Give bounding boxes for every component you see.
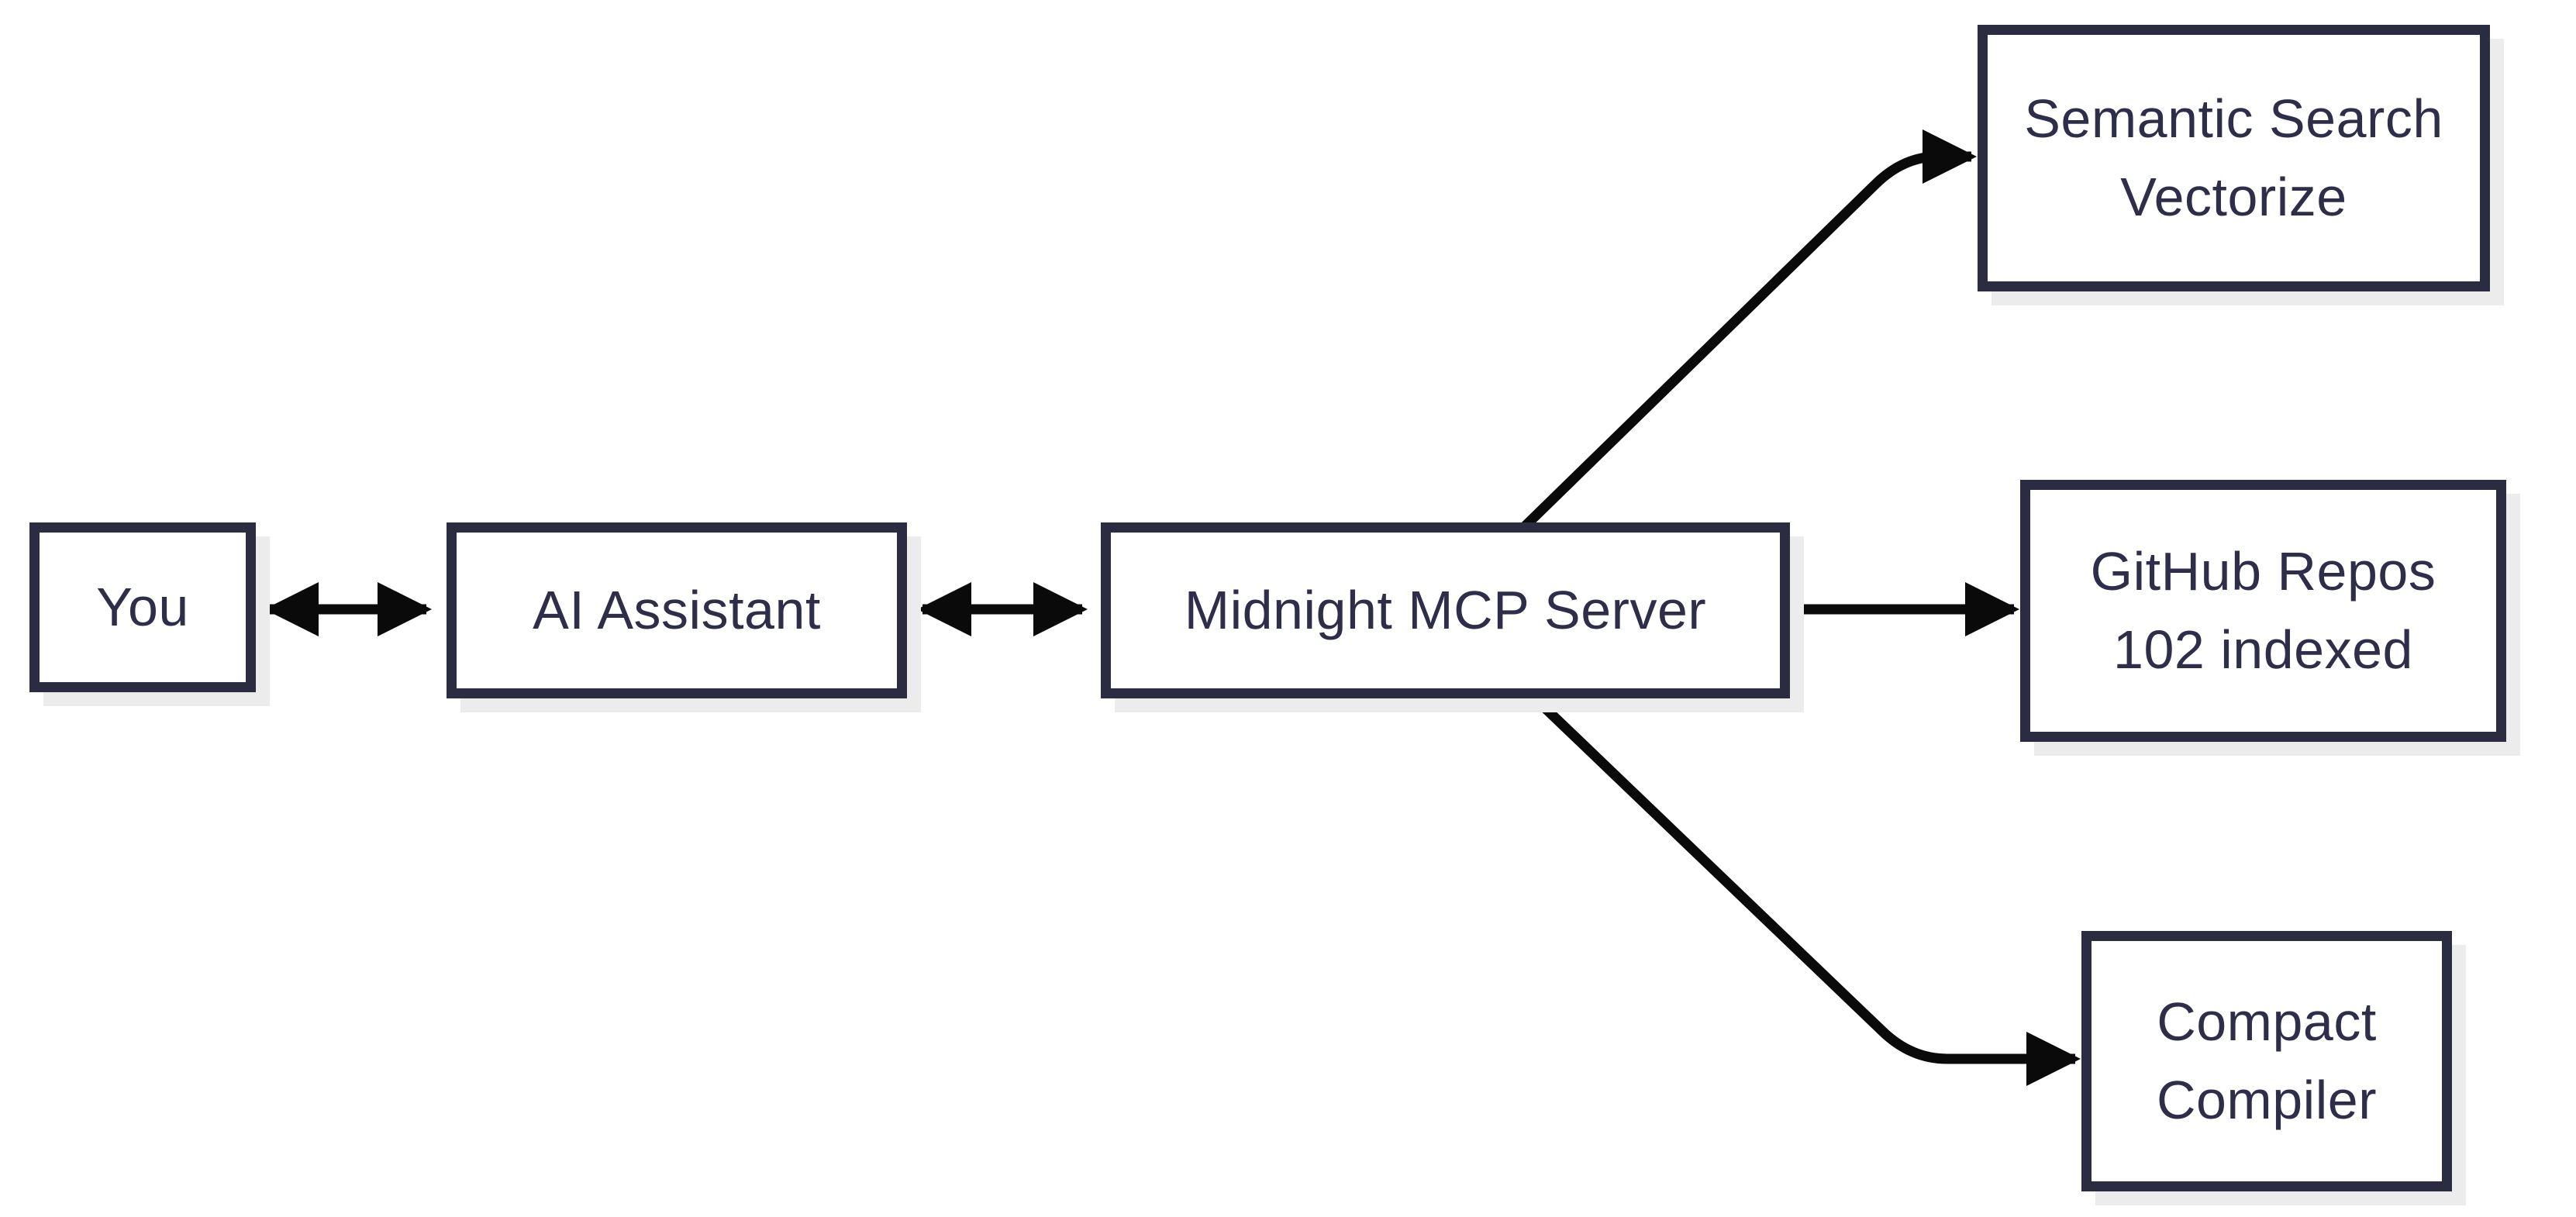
node-github-repos: GitHub Repos 102 indexed xyxy=(2020,480,2506,742)
node-compact-compiler: Compact Compiler xyxy=(2081,931,2452,1191)
edge-server-semantic xyxy=(1520,129,1978,531)
edge-server-compiler xyxy=(1529,692,2081,1087)
node-github-repos-line2: 102 indexed xyxy=(2113,619,2413,680)
node-compact-compiler-line2: Compiler xyxy=(2156,1070,2378,1130)
node-semantic-search-line2: Vectorize xyxy=(2120,167,2347,227)
node-you: You xyxy=(29,522,256,692)
node-ai-assistant-label: AI Assistant xyxy=(533,579,821,640)
node-semantic-search-line1: Semantic Search xyxy=(2024,88,2443,149)
node-compact-compiler-line1: Compact xyxy=(2157,991,2377,1052)
node-ai-assistant: AI Assistant xyxy=(447,522,907,698)
node-midnight-mcp-server: Midnight MCP Server xyxy=(1101,522,1790,698)
node-semantic-search-vectorize: Semantic Search Vectorize xyxy=(1978,25,2490,291)
node-midnight-mcp-server-label: Midnight MCP Server xyxy=(1184,579,1707,640)
node-you-label: You xyxy=(96,576,189,637)
node-github-repos-line1: GitHub Repos xyxy=(2090,540,2436,602)
